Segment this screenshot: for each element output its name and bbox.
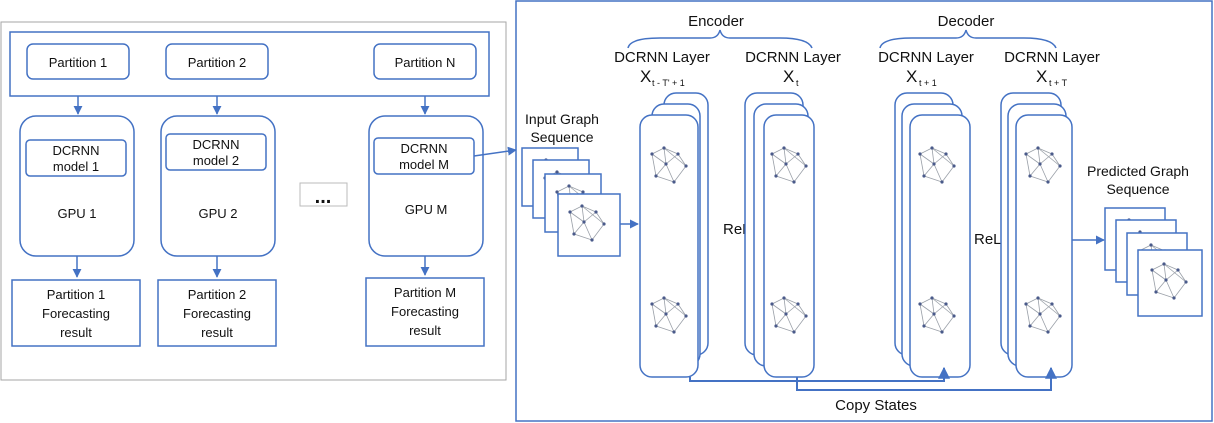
decoder-label: Decoder	[938, 13, 995, 30]
result-box-1: Partition 1 Forecasting result	[11, 279, 141, 347]
model-2-line-1: DCRNN	[193, 137, 240, 152]
layer-1-title: DCRNN Layer	[614, 49, 710, 66]
ellipsis-text: ...	[315, 186, 332, 208]
result-1-line-3: result	[60, 325, 92, 340]
result-m-line-2: Forecasting	[391, 304, 459, 319]
partition-box-n: Partition N	[373, 43, 477, 80]
result-box-2: Partition 2 Forecasting result	[157, 279, 277, 347]
layer-4-sub: t + T	[1049, 78, 1068, 88]
result-2-line-1: Partition 2	[188, 287, 247, 302]
layer-1-x: X	[640, 67, 651, 86]
decoder-layer-stack-2	[1000, 92, 1073, 378]
left-panel-frame	[0, 21, 507, 381]
encoder-brace	[627, 29, 813, 49]
model-1-line-1: DCRNN	[53, 143, 100, 158]
result-2-line-2: Forecasting	[183, 306, 251, 321]
output-sequence-label-2: Sequence	[1106, 181, 1169, 197]
decoder-brace	[879, 29, 1057, 49]
gpu-box-2: DCRNN model 2 GPU 2	[160, 115, 276, 257]
encoder-layer-stack-2	[744, 92, 815, 378]
result-box-m: Partition M Forecasting result	[365, 277, 485, 347]
layer-3-x: X	[906, 67, 917, 86]
partition-label-2: Partition 2	[188, 55, 247, 70]
partition-box-2: Partition 2	[165, 43, 269, 80]
copy-state-connector-1	[689, 366, 950, 382]
gpu-label-m: GPU M	[405, 202, 448, 217]
ellipsis-box: ...	[299, 182, 348, 208]
model-m-line-2: model M	[399, 157, 449, 172]
encoder-label: Encoder	[688, 13, 744, 30]
dcrnn-model-box-2	[165, 133, 267, 171]
input-graph-stack	[521, 147, 621, 257]
input-sequence-label-2: Sequence	[530, 129, 593, 145]
encoder-layer-stack-1	[639, 92, 709, 378]
arrow-model-m-to-pipeline	[473, 146, 517, 157]
input-sequence-label-1: Input Graph	[525, 111, 599, 127]
gpu-box-m: DCRNN model M GPU M	[368, 115, 484, 257]
decoder-layer-stack-1	[894, 92, 971, 378]
model-m-line-1: DCRNN	[401, 141, 448, 156]
right-panel-frame	[515, 0, 1213, 422]
gpu-label-2: GPU 2	[198, 206, 237, 221]
layer-2-title: DCRNN Layer	[745, 49, 841, 66]
model-1-line-2: model 1	[53, 159, 99, 174]
gpu-box-1: DCRNN model 1 GPU 1	[19, 115, 135, 257]
gpu-label-1: GPU 1	[57, 206, 96, 221]
partition-box-1: Partition 1	[26, 43, 130, 80]
layer-2-x: X	[783, 67, 794, 86]
result-m-line-1: Partition M	[394, 285, 456, 300]
result-m-line-3: result	[409, 323, 441, 338]
result-1-line-1: Partition 1	[47, 287, 106, 302]
partitions-row	[9, 31, 490, 97]
layer-1-sub: t - T' + 1	[652, 78, 685, 88]
partition-label-n: Partition N	[395, 55, 456, 70]
result-2-line-3: result	[201, 325, 233, 340]
layer-3-title: DCRNN Layer	[878, 49, 974, 66]
model-2-line-2: model 2	[193, 153, 239, 168]
layer-4-title: DCRNN Layer	[1004, 49, 1100, 66]
result-1-line-2: Forecasting	[42, 306, 110, 321]
output-sequence-label-1: Predicted Graph	[1087, 163, 1189, 179]
layer-3-sub: t + 1	[919, 78, 937, 88]
copy-states-label: Copy States	[835, 397, 917, 414]
output-graph-stack	[1104, 207, 1203, 317]
dcrnn-model-box-1	[25, 139, 127, 177]
partition-label-1: Partition 1	[49, 55, 108, 70]
layer-4-x: X	[1036, 67, 1047, 86]
copy-state-connector-2	[796, 366, 1057, 391]
layer-2-sub: t	[796, 78, 799, 88]
